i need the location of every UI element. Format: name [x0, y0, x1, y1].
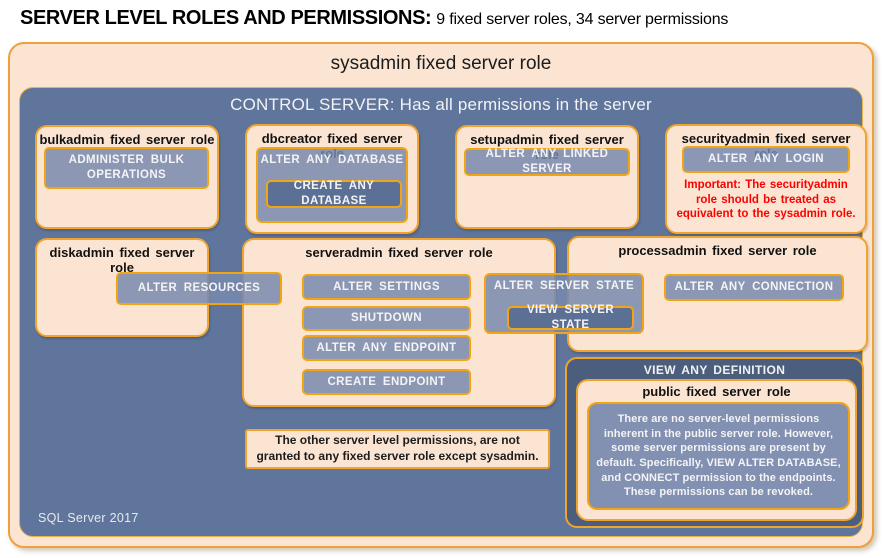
- permission-alter-any-database: ALTER ANY DATABASE CREATE ANY DATABASE: [256, 147, 408, 223]
- securityadmin-warning-text: Important: The securityadmin role should…: [676, 179, 856, 221]
- title-stats: 9 fixed server roles, 34 server permissi…: [436, 11, 729, 28]
- permission-administer-bulk-operations: ADMINISTER BULK OPERATIONS: [44, 147, 209, 189]
- footnote-box: The other server level permissions, are …: [245, 429, 550, 469]
- sql-server-version-label: SQL Server 2017: [38, 511, 139, 525]
- role-title-processadmin: processadmin fixed server role: [618, 243, 817, 258]
- role-box-setupadmin: setupadmin fixed server role ALTER ANY L…: [455, 125, 639, 229]
- permission-shutdown: SHUTDOWN: [302, 306, 471, 331]
- permission-alter-any-endpoint: ALTER ANY ENDPOINT: [302, 335, 471, 361]
- role-title-bulkadmin: bulkadmin fixed server role: [39, 132, 215, 147]
- permission-create-endpoint: CREATE ENDPOINT: [302, 369, 471, 395]
- permission-view-any-definition-label: VIEW ANY DEFINITION: [643, 363, 786, 377]
- role-box-dbcreator: dbcreator fixed server role ALTER ANY DA…: [245, 124, 419, 234]
- permission-alter-any-connection: ALTER ANY CONNECTION: [664, 274, 844, 301]
- permission-alter-any-linked-server: ALTER ANY LINKED SERVER: [464, 148, 630, 176]
- role-box-public: public fixed server role There are no se…: [576, 379, 857, 521]
- permission-view-any-definition-box: VIEW ANY DEFINITION public fixed server …: [565, 357, 864, 528]
- permission-alter-server-state: ALTER SERVER STATE VIEW SERVER STATE: [484, 273, 644, 334]
- permission-alter-server-state-label: ALTER SERVER STATE: [493, 280, 635, 292]
- permission-create-any-database: CREATE ANY DATABASE: [266, 180, 402, 208]
- permission-alter-any-database-label: ALTER ANY DATABASE: [260, 154, 404, 166]
- control-server-box: CONTROL SERVER: Has all permissions in t…: [19, 87, 868, 537]
- permission-view-server-state: VIEW SERVER STATE: [507, 304, 634, 331]
- title-main: SERVER LEVEL ROLES AND PERMISSIONS:: [20, 7, 432, 29]
- permission-alter-resources: ALTER RESOURCES: [116, 272, 282, 305]
- permission-alter-settings: ALTER SETTINGS: [302, 274, 471, 300]
- role-title-diskadmin: diskadmin fixed server role: [49, 245, 195, 275]
- public-role-note: There are no server-level permissions in…: [587, 402, 850, 510]
- role-title-serveradmin: serveradmin fixed server role: [305, 245, 493, 260]
- role-box-securityadmin: securityadmin fixed server role ALTER AN…: [665, 124, 867, 234]
- role-box-bulkadmin: bulkadmin fixed server role ADMINISTER B…: [35, 125, 219, 229]
- diagram-title: SERVER LEVEL ROLES AND PERMISSIONS:9 fix…: [20, 7, 728, 30]
- sysadmin-role-label: sysadmin fixed server role: [330, 53, 552, 74]
- role-title-public: public fixed server role: [642, 384, 791, 399]
- control-server-label: CONTROL SERVER: Has all permissions in t…: [230, 95, 652, 114]
- permission-alter-any-login: ALTER ANY LOGIN: [682, 146, 850, 173]
- sysadmin-role-box: sysadmin fixed server role CONTROL SERVE…: [8, 42, 874, 548]
